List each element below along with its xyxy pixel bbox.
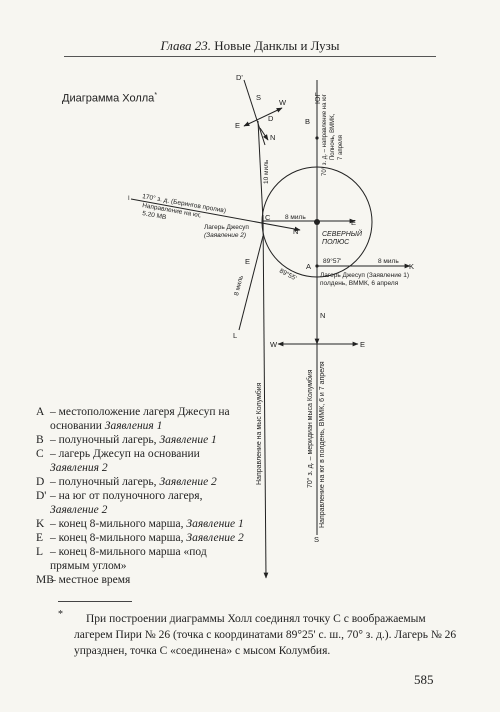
legend-key: C — [36, 448, 44, 460]
c-to-l-line — [238, 235, 264, 331]
label-eight-miles-l: 8 миль — [233, 274, 245, 296]
label-n-low: N — [320, 311, 325, 320]
diagram-title: Диаграмма Холла* — [62, 92, 158, 105]
camp-c-label-1: Лагерь Джесуп — [204, 224, 249, 231]
diagram-legend: A – местоположение лагеря Джесуп на основ… — [36, 405, 246, 587]
label-c: C — [265, 213, 271, 222]
legend-text: – лагерь Джесуп на основании Заявления 2 — [50, 448, 200, 474]
bering-label-3: 5.20 МВ — [142, 210, 167, 221]
north-pole-point — [314, 219, 320, 225]
label-eight-miles-a: 8 миль — [378, 258, 399, 265]
header-rule — [64, 56, 436, 57]
footnote-mark: * — [58, 609, 63, 620]
legend-key: K — [36, 518, 45, 530]
legend-item: D – полуночный лагерь, Заявление 2 — [36, 475, 246, 489]
meridian-label-1: 70° з. д. – меридиан мыса Колумбия — [306, 369, 314, 488]
label-s-low: S — [314, 535, 319, 544]
label-w-top: W — [279, 98, 287, 107]
legend-text: – конец 8-мильного марша, Заявление 1 — [50, 518, 244, 530]
legend-key: B — [36, 434, 44, 446]
label-d-top: D — [268, 114, 274, 123]
legend-item: E – конец 8-мильного марша, Заявление 2 — [36, 531, 246, 545]
legend-item: L – конец 8-мильного марша «под прямым уг… — [36, 545, 246, 573]
label-ten-miles: 10 миль — [263, 159, 270, 184]
label-k: K — [409, 262, 414, 271]
label-b: B — [305, 117, 310, 126]
columbia-direction-label: Направление на мыс Колумбия — [255, 382, 263, 485]
legend-item: MB– местное время — [36, 573, 246, 587]
footnote-rule — [58, 601, 132, 602]
legend-key: L — [36, 546, 44, 558]
north-pole-label-1: СЕВЕРНЫЙ — [322, 229, 363, 238]
legend-item: D'– на юг от полуночного лагеря, Заявлен… — [36, 489, 246, 517]
b-note-1: 70° з. д. – направление на юг — [322, 93, 328, 176]
label-e-top: E — [235, 121, 240, 130]
meridian-label-2: Направление на юг в полдень, ВММК, 6 и 7… — [319, 361, 326, 528]
running-header: Глава 23. Новые Данклы и Лузы — [160, 38, 340, 53]
b-note-3: 7 апреля — [338, 135, 344, 160]
page-number: 585 — [414, 672, 434, 687]
legend-key: D — [36, 476, 45, 488]
legend-text: – полуночный лагерь, Заявление 2 — [50, 476, 217, 488]
legend-item: A – местоположение лагеря Джесуп на основ… — [36, 405, 246, 433]
legend-item: C – лагерь Джесуп на основании Заявления … — [36, 447, 246, 475]
legend-text: – местное время — [50, 574, 131, 586]
camp-a-label-1: Лагерь Джесуп (Заявление 1) — [320, 272, 409, 279]
label-e-mid: E — [351, 218, 356, 227]
camp-a-label-2: полдень, ВММК, 6 апреля — [320, 280, 399, 287]
point-b — [315, 136, 319, 140]
label-n-mid: N — [293, 227, 298, 236]
top-compass-ew-line — [243, 107, 283, 127]
label-a: A — [306, 262, 311, 271]
label-e-left: E — [245, 257, 250, 266]
legend-text: – местоположение лагеря Джесуп на основа… — [50, 406, 230, 432]
legend-key: D' — [36, 490, 47, 502]
label-d-prime: D' — [236, 73, 243, 82]
footnote-text: При построении диаграммы Холл соединял т… — [74, 613, 457, 657]
legend-item: K – конец 8-мильного марша, Заявление 1 — [36, 517, 246, 531]
label-i: I — [128, 196, 130, 202]
north-pole-label-2: ПОЛЮС — [322, 239, 350, 246]
legend-item: B – полуночный лагерь, Заявление 1 — [36, 433, 246, 447]
top-compass-ns-line — [243, 79, 266, 146]
legend-key: MB — [36, 574, 54, 586]
point-a — [315, 264, 319, 268]
camp-c-label-2: (Заявление 2) — [204, 232, 246, 239]
legend-key: E — [36, 532, 44, 544]
legend-text: – конец 8-мильного марша «под прямым угл… — [50, 546, 207, 572]
label-w-low: W — [270, 340, 278, 349]
legend-text: – на юг от полуночного лагеря, Заявление… — [50, 490, 203, 516]
label-n-top: N — [270, 133, 275, 142]
columbia-line — [262, 214, 269, 579]
b-note-2: Полночь, ВММК, — [330, 113, 336, 160]
label-yug: ЮГ — [313, 92, 322, 104]
bering-line — [130, 198, 301, 232]
label-lat: 89°57' — [323, 257, 341, 265]
label-s-top: S — [256, 93, 261, 102]
legend-text: – конец 8-мильного марша, Заявление 2 — [50, 532, 244, 544]
ten-mile-line — [257, 120, 264, 221]
legend-text: – полуночный лагерь, Заявление 1 — [50, 434, 217, 446]
label-eight-miles-c: 8 миль — [285, 214, 306, 221]
label-e-low: E — [360, 340, 365, 349]
top-n-arrow — [259, 127, 269, 141]
legend-key: A — [36, 406, 45, 418]
label-l: L — [233, 331, 237, 340]
